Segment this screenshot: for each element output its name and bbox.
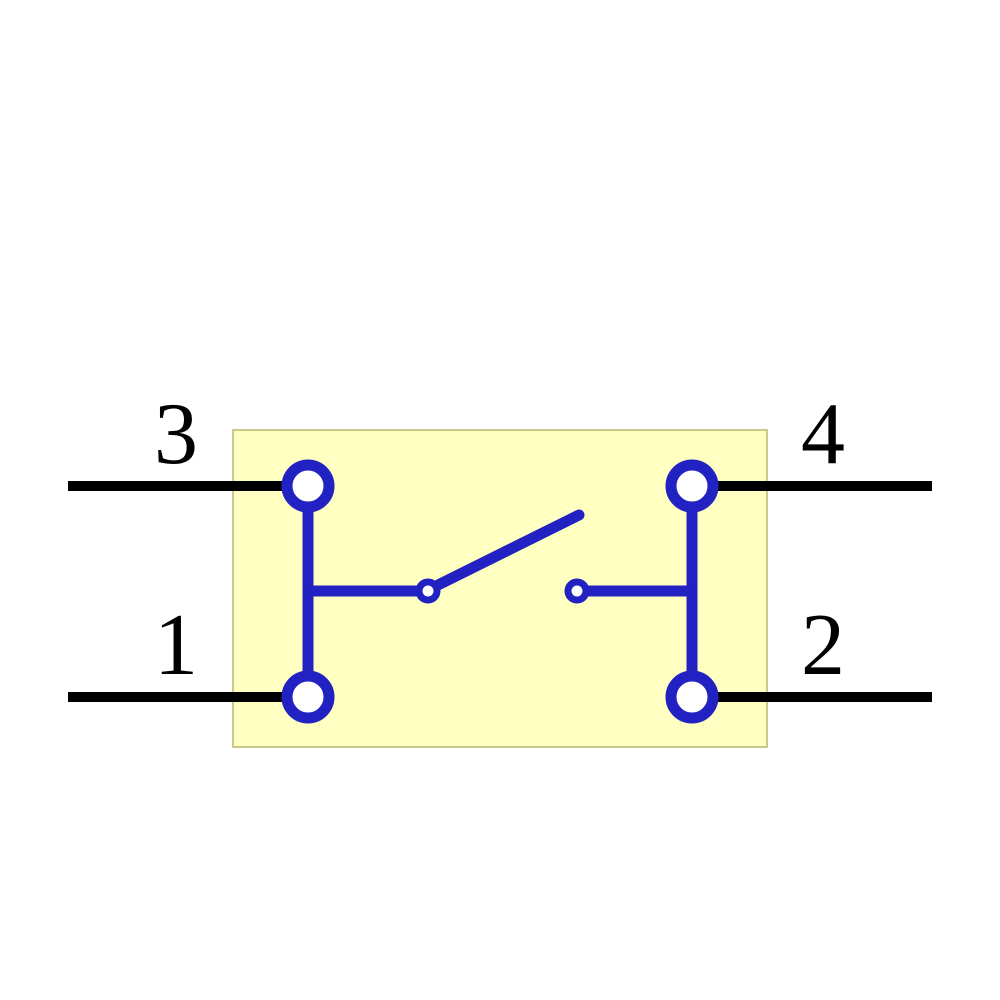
switch-contact-right xyxy=(564,578,590,604)
pin-3-pad xyxy=(281,459,335,513)
pin-2-pad xyxy=(665,670,719,724)
pin-4-label: 4 xyxy=(801,386,845,483)
pin-3-label: 3 xyxy=(154,386,198,483)
switch-actuator xyxy=(430,509,585,592)
pin-4-pad xyxy=(665,459,719,513)
pin-2-label: 2 xyxy=(801,597,845,694)
pin-1-label: 1 xyxy=(154,597,198,694)
pin-1-pad xyxy=(281,670,335,724)
switch-contact-left xyxy=(415,578,441,604)
